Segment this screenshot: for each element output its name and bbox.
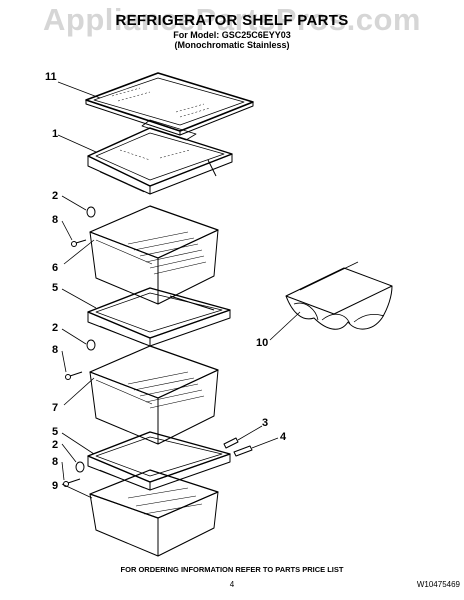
callout-9: 9 [52, 480, 58, 492]
callout-8-upper: 8 [52, 214, 58, 226]
callout-2-middle: 2 [52, 322, 58, 334]
callout-2-upper: 2 [52, 190, 58, 202]
callout-5-lower: 5 [52, 426, 58, 438]
shelf-frame-upper [87, 119, 233, 195]
bracket-part-3 [223, 437, 239, 449]
callout-7: 7 [52, 402, 58, 414]
model-line: For Model: GSC25C6EYY03 [173, 30, 291, 40]
callout-4: 4 [280, 431, 287, 443]
title-block: REFRIGERATOR SHELF PARTS For Model: GSC2… [0, 12, 464, 50]
shelf-frame-lower [87, 431, 231, 491]
callout-8-lower: 8 [52, 456, 58, 468]
knob-upper [86, 206, 96, 218]
page-title: REFRIGERATOR SHELF PARTS [115, 12, 349, 29]
callout-6: 6 [52, 262, 58, 274]
crisper-drawer-upper [89, 205, 219, 305]
callout-11: 11 [45, 71, 57, 83]
callout-8-middle: 8 [52, 344, 58, 356]
clip-part-4 [233, 445, 253, 457]
screw-upper [71, 239, 87, 247]
crisper-drawer-lower [89, 345, 219, 445]
callout-1: 1 [52, 128, 58, 140]
callout-3: 3 [262, 417, 268, 429]
callout-2-lower: 2 [52, 439, 58, 451]
wine-rack [285, 261, 393, 330]
shelf-frame-middle [87, 287, 231, 347]
document-number: W10475469 [416, 580, 460, 589]
ordering-note: FOR ORDERING INFORMATION REFER TO PARTS … [120, 565, 344, 574]
watermark: AppliancePartsPros.com [43, 2, 421, 37]
knob-middle [86, 339, 96, 351]
leader-lines [57, 81, 301, 499]
color-line: (Monochromatic Stainless) [174, 40, 290, 50]
callout-10: 10 [256, 337, 268, 349]
page-number: 4 [229, 580, 235, 589]
bottom-drawer [89, 469, 219, 557]
screw-middle [65, 371, 83, 380]
screw-lower [63, 478, 81, 487]
callout-5-middle: 5 [52, 282, 58, 294]
knob-lower [75, 461, 85, 473]
